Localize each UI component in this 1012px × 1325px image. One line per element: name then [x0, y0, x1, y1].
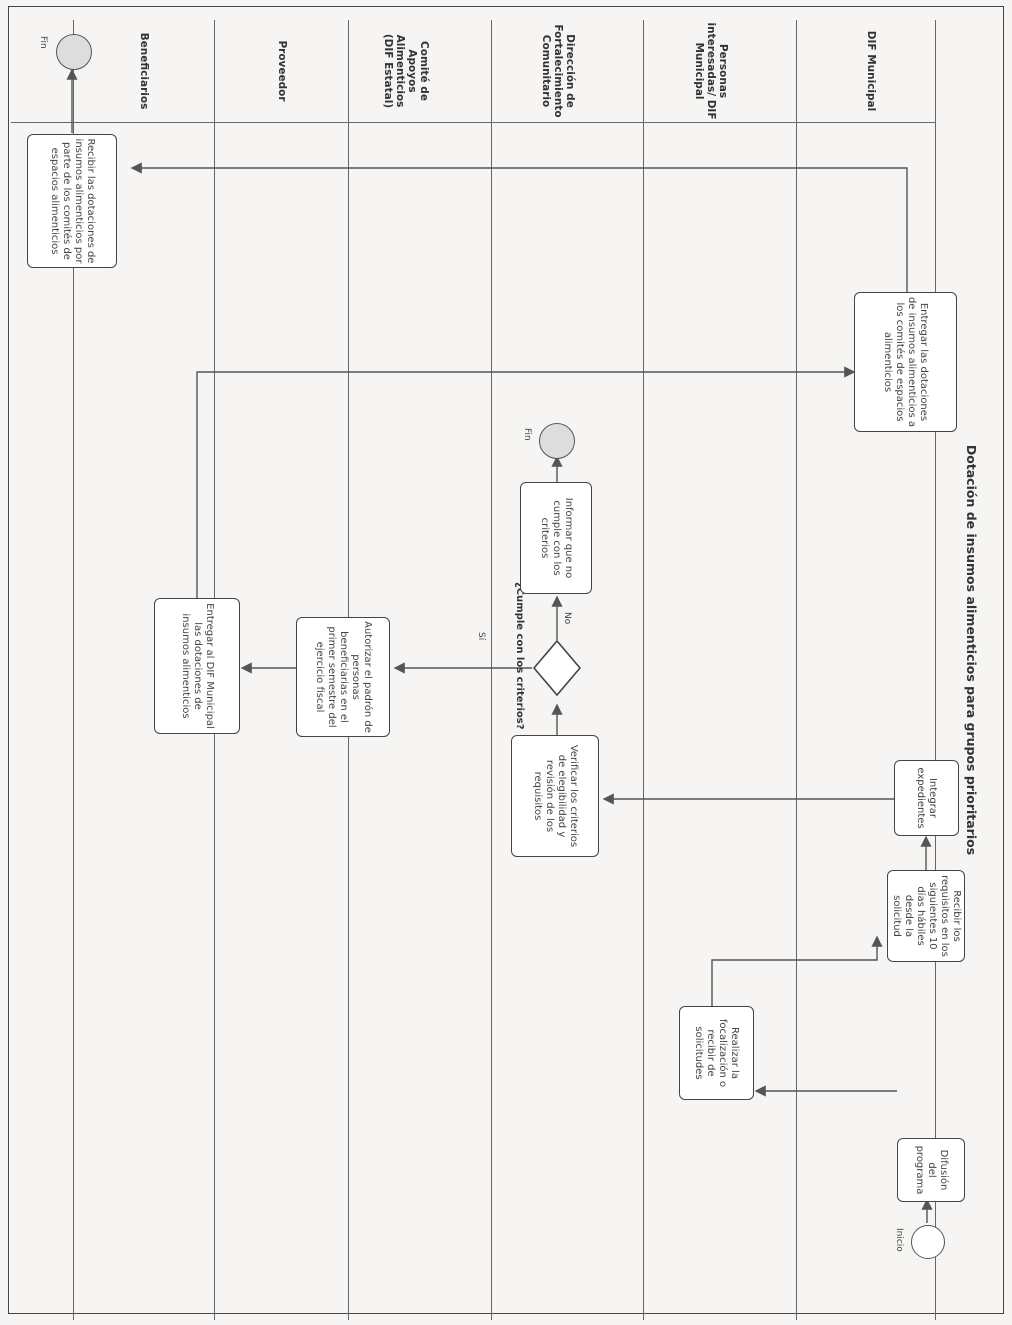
- end-event-circle: [56, 34, 92, 70]
- task-recibir-requisitos: Recibir los requisitos en los siguientes…: [887, 870, 965, 962]
- task-autorizar-padron: Autorizar el padrón de personas benefici…: [296, 617, 390, 737]
- flow-comites-to-beneficiarios: [132, 168, 907, 292]
- flow-realizar-to-recibir: [712, 378, 877, 1022]
- task-recibir-dotaciones: Recibir las dotaciones de insumos alimen…: [27, 134, 117, 268]
- end-label: Fin: [38, 36, 48, 49]
- end-label: Fin: [522, 428, 532, 441]
- end-event-circle: [539, 423, 575, 459]
- si-branch-label: Sí: [476, 632, 486, 640]
- no-branch-label: No: [562, 612, 572, 624]
- task-integrar-expedientes: Integrar expedientes: [894, 760, 959, 836]
- task-entregar-comites: Entregar las dotaciones de insumos alime…: [854, 292, 957, 432]
- decision-gateway: [534, 641, 580, 695]
- start-event-circle: [911, 1225, 945, 1259]
- task-informar-no-cumple: Informar que no cumple con los criterios: [520, 482, 592, 594]
- task-difusion-programa: Difusión del programa: [897, 1138, 965, 1202]
- task-verificar-criterios: Verificar los criterios de elegibilidad …: [511, 735, 599, 857]
- task-entregar-dif: Entregar al DIF Municipal las dotaciones…: [154, 598, 240, 734]
- start-label: Inicio: [894, 1228, 904, 1252]
- decision-question-label: ¿Cumple con los criterios?: [514, 582, 525, 730]
- task-realizar-focalizacion: Realizar la focalización o recibir de so…: [679, 1006, 754, 1100]
